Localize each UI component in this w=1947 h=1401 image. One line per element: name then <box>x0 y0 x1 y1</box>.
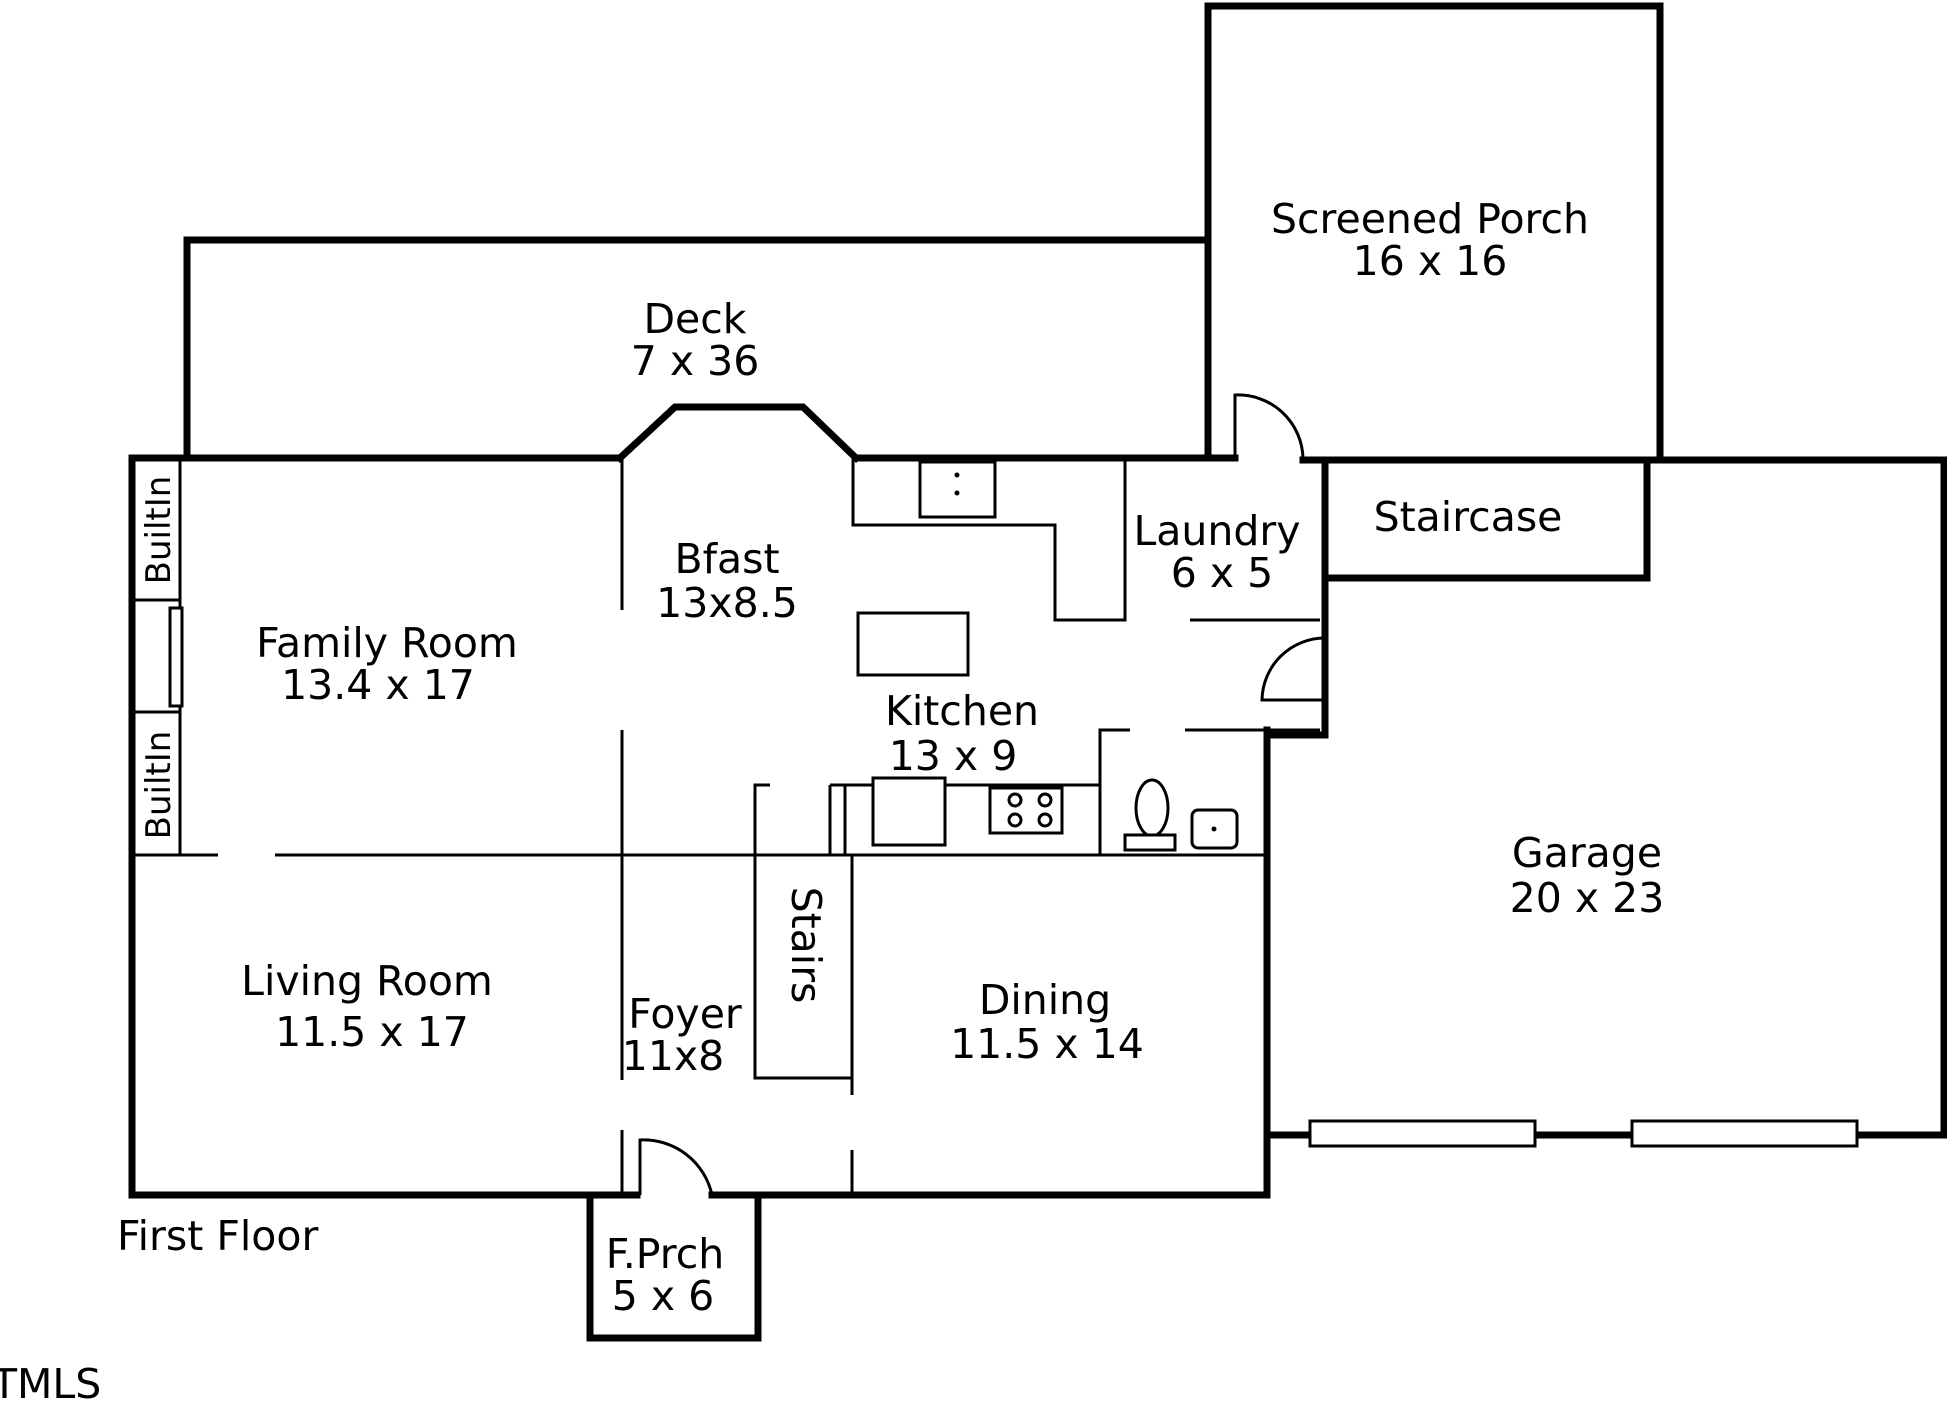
garage-door-2 <box>1630 1119 1859 1148</box>
half-bath-walls <box>1098 728 1130 855</box>
front-door <box>638 1138 714 1196</box>
screened-porch-walls <box>1204 2 1664 462</box>
family-room-name: Family Room <box>256 619 518 667</box>
foyer-size: 11x8 <box>622 1032 725 1080</box>
deck-size: 7 x 36 <box>631 337 760 385</box>
living-room-name: Living Room <box>241 957 493 1005</box>
doors <box>638 393 1326 1196</box>
foyer-name: Foyer <box>628 990 742 1038</box>
bay-window-wall <box>615 403 861 463</box>
fixtures <box>132 458 1859 1148</box>
kitchen-sink <box>918 460 997 519</box>
builtin-label-lower: BuiltIn <box>139 731 179 840</box>
mls-watermark: TMLS <box>0 1360 101 1401</box>
sink-drain-a <box>954 472 960 478</box>
kitchen-size: 13 x 9 <box>889 732 1018 780</box>
refrigerator <box>871 776 947 847</box>
range-stove <box>988 786 1064 835</box>
bath-sink-drain <box>1211 826 1217 832</box>
floor-title: First Floor <box>117 1212 318 1260</box>
screened-porch-size: 16 x 16 <box>1353 237 1508 285</box>
laundry-size: 6 x 5 <box>1171 549 1274 597</box>
deck-name: Deck <box>643 295 746 343</box>
builtin-label-upper: BuiltIn <box>139 476 179 585</box>
dining-size: 11.5 x 14 <box>950 1020 1144 1068</box>
garage-size: 20 x 23 <box>1510 874 1665 922</box>
toilet-tank <box>1123 833 1177 852</box>
garage-door-swing <box>1260 636 1326 702</box>
staircase-walls <box>1321 456 1651 582</box>
toilet-bowl <box>1134 778 1170 838</box>
stairs-box <box>753 783 852 1080</box>
laundry-name: Laundry <box>1133 507 1300 555</box>
dining-name: Dining <box>979 976 1111 1024</box>
front-porch-name: F.Prch <box>606 1230 725 1278</box>
garage-left-wall <box>1263 574 1329 739</box>
burner-4 <box>1037 812 1053 828</box>
fireplace <box>168 606 184 708</box>
screened-porch-name: Screened Porch <box>1271 195 1589 243</box>
burner-1 <box>1007 792 1023 808</box>
burner-2 <box>1007 812 1023 828</box>
stairs-name: Stairs <box>782 887 830 1004</box>
deck-outline <box>183 236 1212 459</box>
sink-drain-b <box>954 490 960 496</box>
front-porch-walls <box>586 1191 762 1342</box>
kitchen-name: Kitchen <box>885 687 1039 735</box>
room-labels: Screened Porch 16 x 16 Deck 7 x 36 Famil… <box>0 195 1664 1401</box>
staircase-name: Staircase <box>1374 493 1563 541</box>
kitchen-island <box>856 611 970 677</box>
bfast-name: Bfast <box>674 535 779 583</box>
living-room-size: 11.5 x 17 <box>275 1008 469 1056</box>
garage-door-1 <box>1308 1119 1537 1148</box>
laundry-door <box>1233 393 1305 459</box>
burner-3 <box>1037 792 1053 808</box>
bfast-size: 13x8.5 <box>656 579 798 627</box>
family-room-size: 13.4 x 17 <box>281 661 475 709</box>
garage-name: Garage <box>1512 829 1662 877</box>
upper-counter <box>851 458 1127 622</box>
front-porch-size: 5 x 6 <box>612 1272 715 1320</box>
